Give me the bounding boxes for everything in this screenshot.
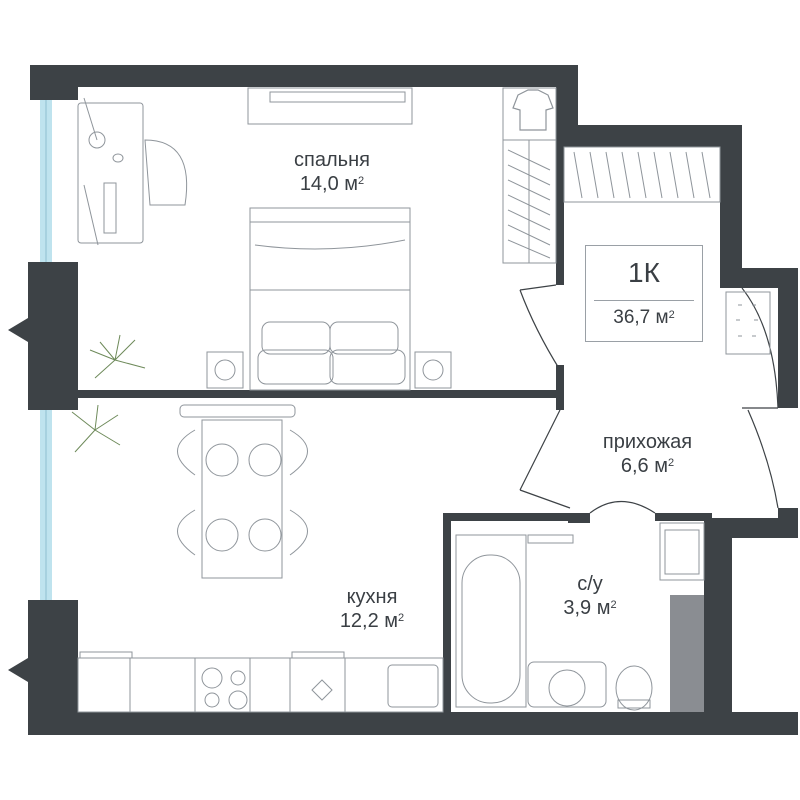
room-area: 14,0 м2	[299, 173, 365, 195]
kitchen-furniture	[71, 404, 444, 713]
apartment-type: 1К	[628, 257, 660, 288]
room-label-hallway: прихожая 6,6 м2	[570, 430, 725, 478]
doors	[519, 284, 779, 514]
bedroom-furniture	[77, 87, 452, 391]
room-label-kitchen: кухня 12,2 м2	[302, 585, 442, 633]
room-label-bathroom: с/у 3,9 м2	[530, 572, 650, 620]
wardrobe-bedroom	[502, 87, 557, 264]
shirt-icon	[512, 89, 554, 131]
room-name: кухня	[346, 586, 398, 608]
windows	[40, 100, 52, 600]
hall-cabinet	[725, 291, 771, 355]
room-name: прихожая	[602, 431, 693, 453]
room-label-bedroom: спальня 14,0 м2	[262, 148, 402, 196]
room-name: спальня	[294, 149, 370, 171]
apartment-badge: 1К 36,7 м2	[585, 245, 703, 342]
room-area: 3,9 м2	[563, 597, 617, 619]
room-name: с/у	[577, 573, 603, 595]
room-area: 12,2 м2	[339, 610, 405, 632]
interior-walls	[78, 135, 712, 713]
bathroom-fixtures	[455, 522, 705, 711]
ventilation-shaft	[670, 595, 704, 712]
badge-divider	[594, 300, 694, 301]
room-area: 6,6 м2	[620, 455, 675, 477]
outer-walls	[8, 65, 798, 735]
wardrobe-hall	[563, 146, 721, 203]
total-area: 36,7 м2	[613, 307, 675, 328]
